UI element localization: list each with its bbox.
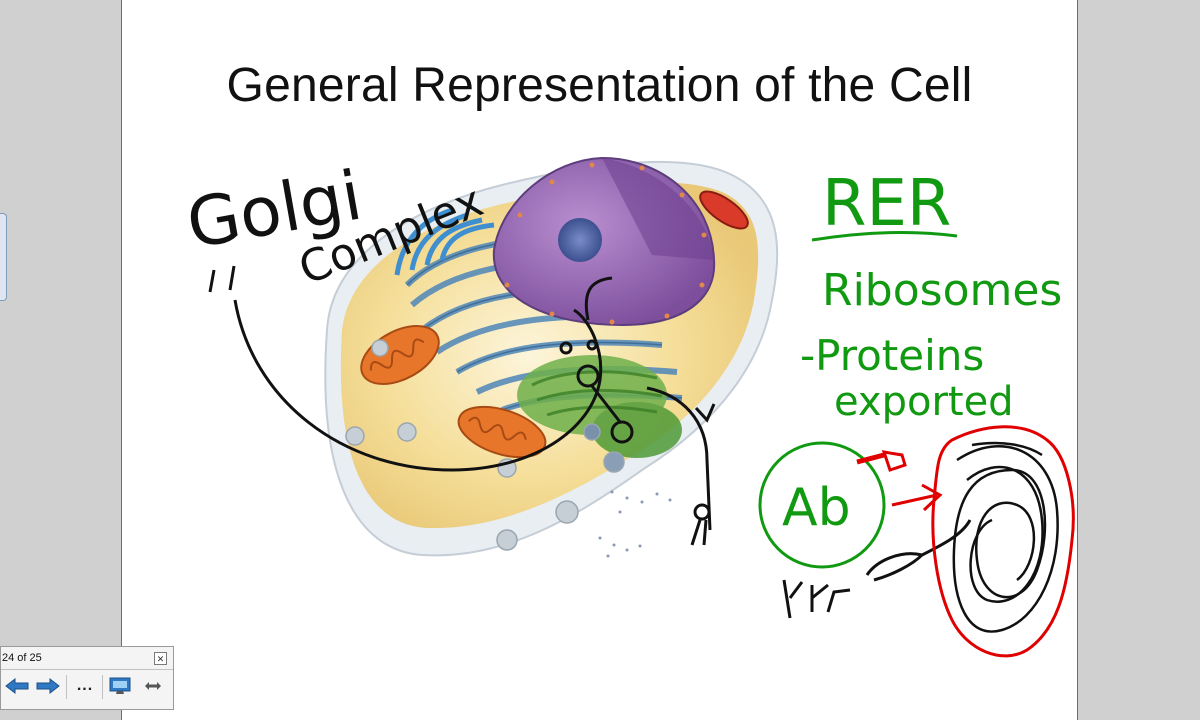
mitochondria (360, 190, 749, 459)
toolbar-separator (66, 675, 67, 699)
monitor-icon (109, 677, 131, 694)
right-gutter (1078, 0, 1200, 720)
pathogen-outline (931, 425, 1075, 658)
golgi-pointer-curve (233, 299, 603, 472)
annotation-antibody: Ab (782, 478, 851, 538)
more-options-button[interactable]: ... (71, 672, 99, 700)
resize-button[interactable] (139, 672, 167, 700)
previous-slide-button[interactable] (3, 672, 31, 700)
ellipsis-icon: ... (76, 677, 94, 694)
antibody-circle (758, 441, 886, 569)
cell-illustration (324, 156, 779, 558)
screen-button[interactable] (106, 672, 134, 700)
next-slide-button[interactable] (34, 672, 62, 700)
double-arrow-icon (145, 682, 161, 690)
pathogen-scribble (952, 441, 1059, 633)
secretion-dots (598, 490, 672, 558)
arrow-left-icon (5, 677, 29, 695)
slide-title: General Representation of the Cell (226, 59, 973, 112)
golgi-apparatus (394, 207, 495, 276)
annotation-proteins: -Proteins (800, 331, 984, 380)
toolbar-separator (102, 675, 103, 699)
ink-annotations: Golgi Complex RER Ribosomes -Proteins ex… (181, 157, 1075, 658)
slide-panel-handle[interactable] (0, 213, 7, 301)
vesicles (345, 339, 625, 551)
slideshow-nav-toolbar: 24 of 25 ✕ ... (0, 646, 174, 710)
toolbar-buttons: ... (1, 669, 173, 708)
annotation-ribosomes: Ribosomes (822, 265, 1062, 316)
nucleus (492, 156, 716, 327)
annotation-rer: RER (822, 167, 951, 241)
slide-counter: 24 of 25 (2, 652, 42, 664)
close-icon: ✕ (156, 654, 165, 664)
left-gutter (0, 0, 121, 720)
arrow-right-icon (36, 677, 60, 695)
close-toolbar-button[interactable]: ✕ (154, 652, 167, 665)
slide-canvas: General Representation of the Cell (121, 0, 1078, 720)
annotation-exported: exported (834, 379, 1014, 425)
